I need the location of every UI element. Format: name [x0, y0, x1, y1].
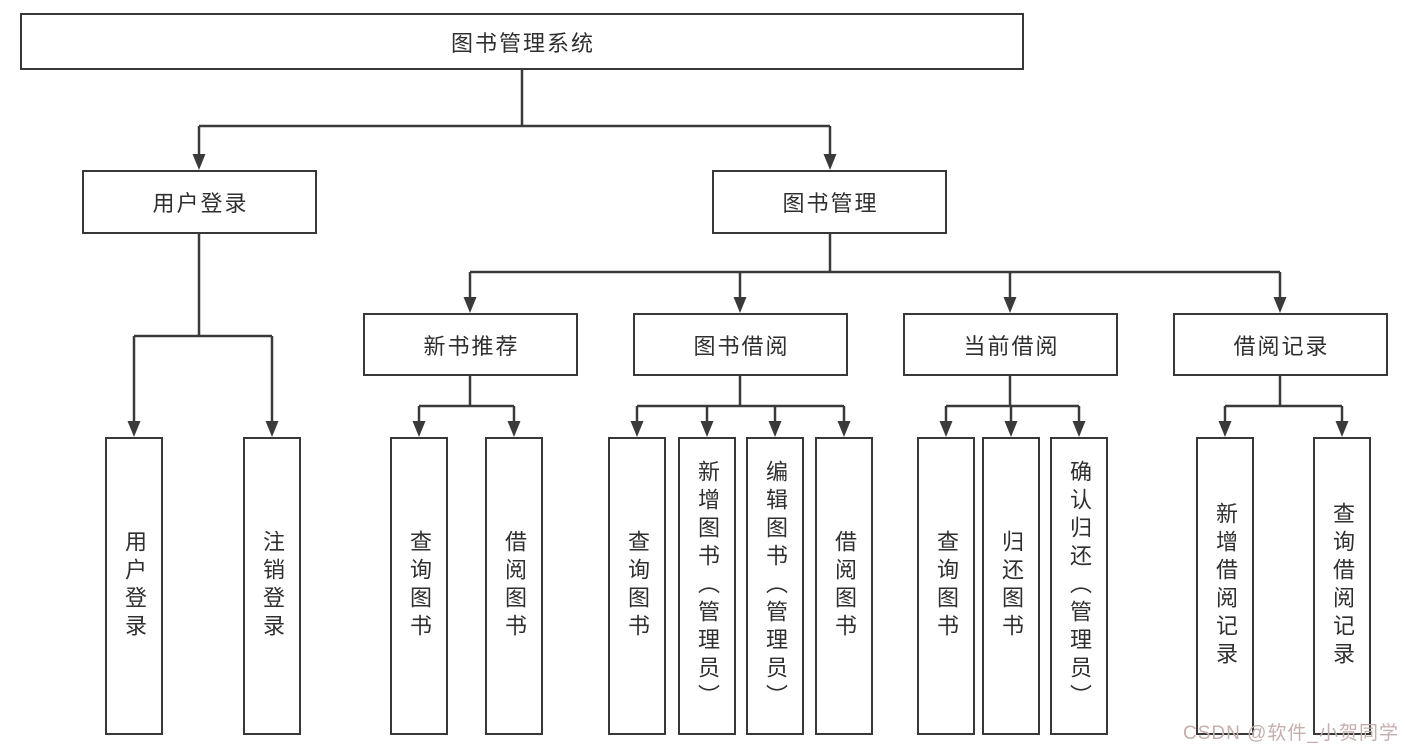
node-user-login: 用户登录 — [82, 170, 317, 234]
node-label: 借阅图书 — [832, 530, 857, 642]
node-label: 新增图书（管理员） — [695, 460, 720, 712]
leaf-query-books-borrowing: 查询图书 — [608, 437, 666, 735]
leaf-query-books-recommend: 查询图书 — [390, 437, 448, 735]
node-label: 查询图书 — [934, 530, 959, 642]
node-label: 查询图书 — [625, 530, 650, 642]
leaf-user-login: 用户登录 — [105, 437, 163, 735]
node-new-book-recommend: 新书推荐 — [363, 313, 578, 376]
node-label: 归还图书 — [999, 530, 1024, 642]
node-label: 图书管理系统 — [450, 30, 595, 56]
leaf-logout: 注销登录 — [243, 437, 301, 735]
leaf-edit-books-admin: 编辑图书（管理员） — [746, 437, 804, 735]
leaf-query-borrow-record: 查询借阅记录 — [1313, 437, 1371, 735]
leaf-borrow-books: 借阅图书 — [815, 437, 873, 735]
node-label: 注销登录 — [260, 530, 285, 642]
node-label: 查询图书 — [407, 530, 432, 642]
node-root-system: 图书管理系统 — [20, 13, 1024, 70]
node-label: 新书推荐 — [423, 333, 520, 359]
node-label: 当前借阅 — [963, 333, 1060, 359]
node-label: 图书管理 — [782, 191, 879, 216]
node-label: 图书借阅 — [693, 333, 790, 359]
node-label: 用户登录 — [152, 191, 249, 216]
leaf-confirm-return-admin: 确认归还（管理员） — [1050, 437, 1108, 735]
leaf-add-books-admin: 新增图书（管理员） — [678, 437, 736, 735]
leaf-return-books: 归还图书 — [982, 437, 1040, 735]
arrowhead-icons — [127, 154, 1349, 437]
node-label: 新增借阅记录 — [1213, 502, 1238, 670]
node-label: 用户登录 — [122, 530, 147, 642]
node-book-borrowing: 图书借阅 — [633, 313, 848, 376]
leaf-borrow-books-recommend: 借阅图书 — [485, 437, 543, 735]
node-book-management: 图书管理 — [712, 170, 947, 234]
node-label: 确认归还（管理员） — [1067, 460, 1092, 712]
node-current-borrowing: 当前借阅 — [903, 313, 1118, 376]
node-label: 借阅图书 — [502, 530, 527, 642]
node-borrowing-records: 借阅记录 — [1173, 313, 1388, 376]
node-label: 借阅记录 — [1233, 333, 1330, 359]
leaf-add-borrow-record: 新增借阅记录 — [1196, 437, 1254, 735]
leaf-query-books-current: 查询图书 — [917, 437, 975, 735]
node-label: 查询借阅记录 — [1330, 502, 1355, 670]
node-label: 编辑图书（管理员） — [763, 460, 788, 712]
csdn-watermark: CSDN @软件_小贺同学 — [1183, 723, 1399, 744]
